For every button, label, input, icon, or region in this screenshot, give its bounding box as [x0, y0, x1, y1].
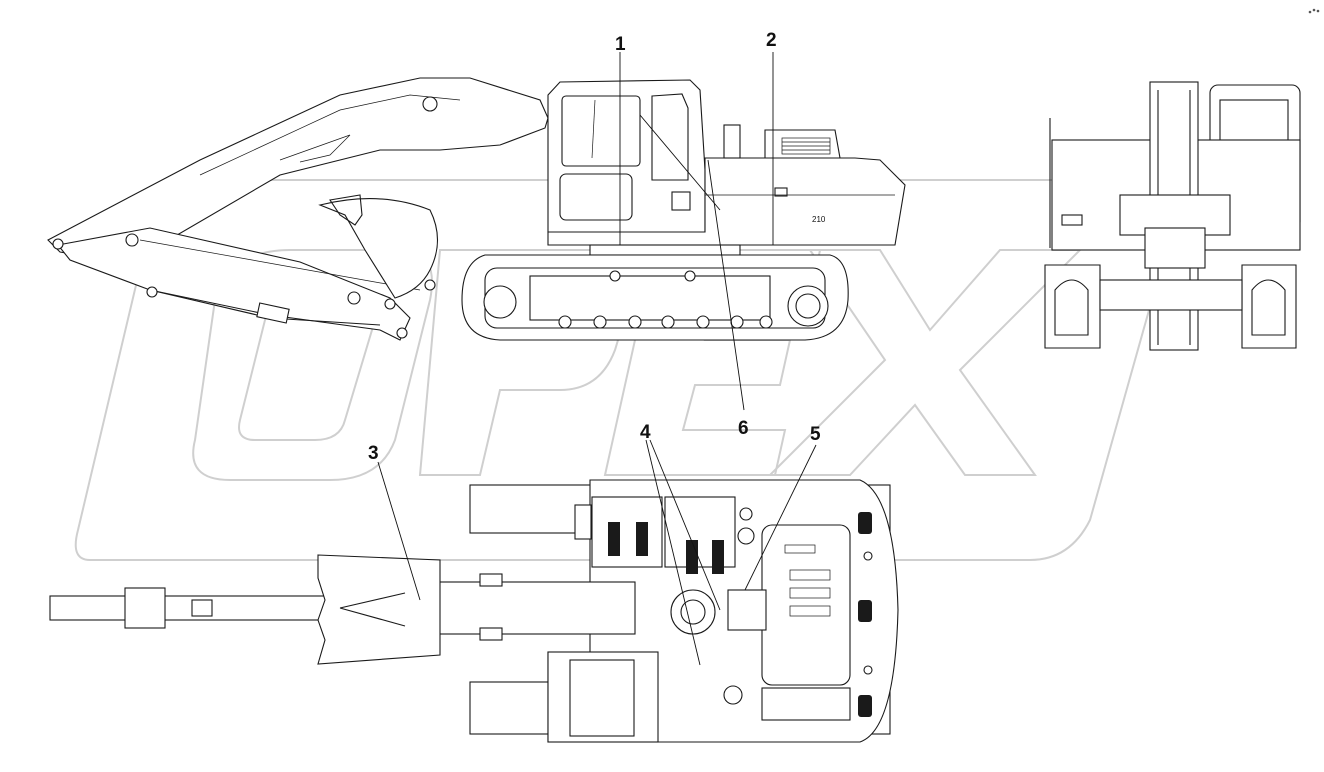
- arm: [56, 227, 411, 341]
- callout-4: 4: [640, 422, 651, 443]
- top-grille: [784, 544, 831, 617]
- track-rollers: [558, 270, 773, 329]
- swivel-joint: [670, 589, 716, 635]
- exhaust-stack: [723, 124, 741, 159]
- model-badge: 210: [812, 215, 826, 224]
- corner-mark-icon: [1308, 8, 1320, 14]
- engine-grille: [781, 137, 831, 155]
- top-boom: [424, 581, 636, 635]
- drive-sprocket: [787, 285, 829, 327]
- top-cab: [547, 651, 659, 743]
- cab: [547, 79, 706, 233]
- idler-wheel: [483, 285, 517, 319]
- front-view: [1044, 81, 1301, 351]
- leader-lines: [377, 52, 817, 666]
- bucket: [318, 198, 438, 299]
- callout-3: 3: [368, 443, 379, 464]
- top-view: [49, 479, 899, 743]
- callout-6: 6: [738, 418, 749, 439]
- callouts: 1 2 3 4 5 6: [368, 30, 821, 464]
- callout-1: 1: [615, 34, 626, 55]
- valve-block: [727, 589, 767, 631]
- top-bucket: [317, 554, 441, 665]
- callout-2: 2: [766, 30, 777, 51]
- callout-5: 5: [810, 424, 821, 445]
- side-view: 210: [47, 77, 906, 341]
